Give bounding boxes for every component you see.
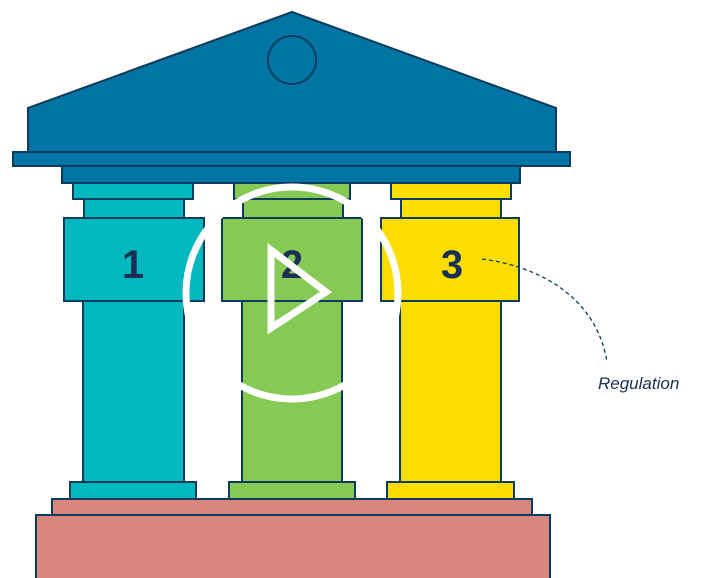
- pillar-3-base: [386, 481, 515, 500]
- roof-entablature: [61, 165, 521, 184]
- callout-label: Regulation: [598, 374, 679, 393]
- pillar-1-number: 1: [122, 243, 144, 287]
- play-button-ring[interactable]: [182, 183, 402, 403]
- pillar-1: 1: [63, 182, 205, 500]
- pillar-1-base: [69, 481, 197, 500]
- pillar-1-capital: [63, 217, 205, 302]
- pillar-1-shaft: [82, 300, 185, 483]
- play-button[interactable]: [182, 183, 402, 403]
- pillar-2: 2: [221, 182, 363, 500]
- pillar-3-capital: [380, 217, 520, 302]
- pillar-3: 3: [380, 182, 520, 500]
- pillar-2-base: [228, 481, 356, 500]
- foundation-step: [51, 498, 533, 516]
- roof-medallion: [267, 35, 317, 85]
- pillar-3-number: 3: [441, 243, 463, 287]
- pillar-3-shaft: [399, 300, 502, 483]
- callout-leader-line: [481, 258, 608, 363]
- roof-cornice: [12, 151, 571, 167]
- play-icon[interactable]: [267, 242, 333, 335]
- foundation-base: [35, 514, 551, 578]
